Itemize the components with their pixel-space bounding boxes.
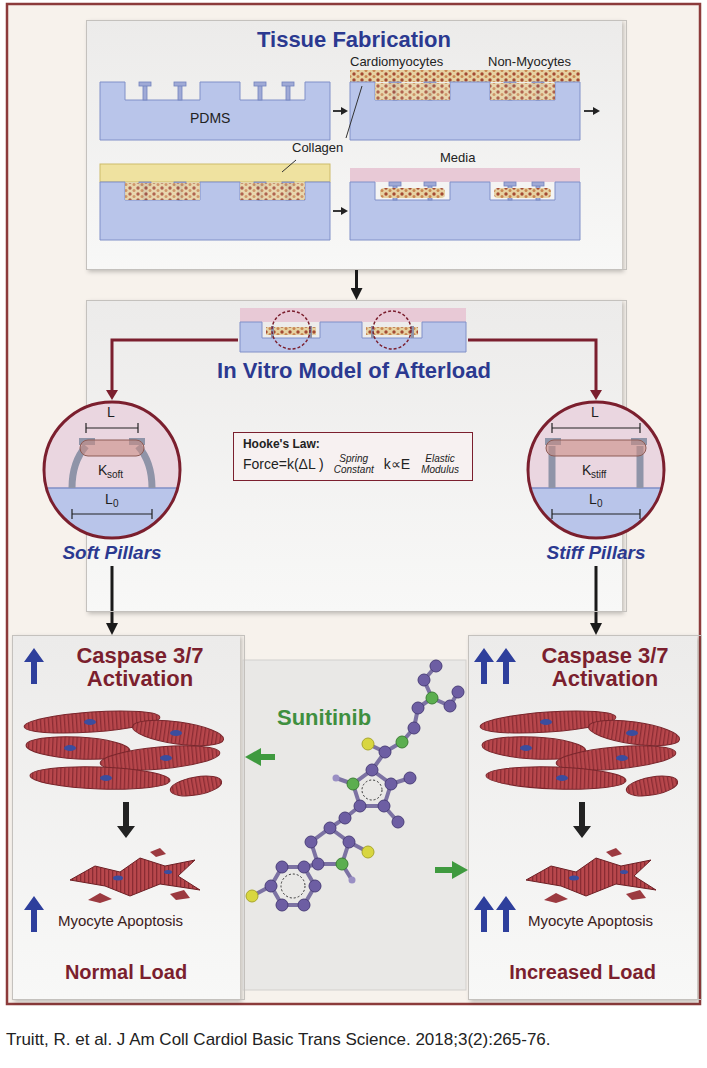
connector-arrow: [595, 566, 598, 623]
dimension-label: L: [105, 491, 113, 507]
effect-label: Myocyte Apoptosis: [58, 912, 183, 930]
part-label: Collagen: [292, 140, 343, 155]
drug-box: Sunitinib: [275, 665, 435, 985]
spring-constant-symbol: K: [582, 462, 591, 478]
effect-label: Myocyte Apoptosis: [528, 912, 653, 930]
text-slot: Media: [440, 150, 475, 165]
pillar-heading: Stiff Pillars: [526, 542, 666, 564]
text-slot: K: [582, 462, 591, 478]
effect-heading: Caspase 3/7 Activation: [52, 644, 228, 690]
subscript: 0: [113, 498, 119, 510]
text-slot: Collagen: [292, 140, 343, 155]
connector-arrow: [261, 754, 275, 760]
text-slot: PDMS: [190, 110, 230, 126]
formula-note: Spring Constant: [331, 453, 377, 475]
outcome-panel: Caspase 3/7 ActivationMyocyte ApoptosisN…: [12, 635, 245, 1000]
formula: Force=k(ΔL ): [243, 456, 324, 472]
pillar-circle: LKsoftL0Soft Pillars: [42, 400, 182, 566]
connector-arrow: [355, 270, 358, 288]
text-slot: Non-Myocytes: [488, 54, 571, 69]
panel-title: In Vitro Model of Afterload: [87, 358, 621, 383]
part-label: Non-Myocytes: [488, 54, 571, 69]
caption: Truitt, R. et al. J Am Coll Cardiol Basi…: [6, 1030, 551, 1050]
load-label: Increased Load: [469, 961, 696, 984]
text-slot: Tissue Fabrication: [87, 27, 621, 52]
drug-name: Sunitinib: [277, 705, 371, 730]
subscript: soft: [107, 469, 123, 481]
text-slot: Caspase 3/7 Activation: [520, 644, 690, 690]
text-slot: In Vitro Model of Afterload: [87, 358, 621, 383]
text-slot: K: [98, 462, 107, 478]
text-slot: L: [589, 491, 597, 507]
text-slot: Normal Load: [13, 961, 239, 984]
process-panel: In Vitro Model of AfterloadLKsoftL0Soft …: [86, 300, 627, 612]
pillar-heading: Soft Pillars: [42, 542, 182, 564]
text-slot: L: [105, 491, 113, 507]
outcome-panel: Caspase 3/7 ActivationMyocyte ApoptosisI…: [468, 635, 702, 1000]
subscript: 0: [597, 498, 603, 510]
text-slot: 0: [597, 498, 603, 510]
text-slot: Cardiomyocytes: [350, 54, 443, 69]
formula-note: Elastic Modulus: [417, 453, 463, 475]
part-label: Cardiomyocytes: [350, 54, 443, 69]
effect-heading: Caspase 3/7 Activation: [520, 644, 690, 690]
formula-box: Hooke's Law: Force=k(ΔL ) Spring Constant k…: [233, 432, 473, 481]
pillar-circle: LKstiffL0Stiff Pillars: [526, 400, 666, 566]
text-slot: Truitt, R. et al. J Am Coll Cardiol Basi…: [6, 1030, 551, 1050]
text-slot: soft: [107, 469, 123, 481]
text-slot: Myocyte Apoptosis: [528, 912, 653, 930]
text-slot: 0: [113, 498, 119, 510]
connector-arrow: [111, 566, 114, 623]
text-slot: stiff: [591, 469, 606, 481]
text-slot: Caspase 3/7 Activation: [52, 644, 228, 690]
text-slot: Myocyte Apoptosis: [58, 912, 183, 930]
formula: k∝E: [384, 456, 410, 472]
dimension-label: L: [589, 491, 597, 507]
dimension-label: L: [591, 404, 599, 420]
connector-arrow: [435, 867, 452, 873]
text-slot: Stiff Pillars: [526, 542, 666, 564]
formula-row: Force=k(ΔL ) Spring Constant k∝E Elastic Mo…: [243, 453, 463, 475]
spring-constant-symbol: K: [98, 462, 107, 478]
formula-heading: Hooke's Law:: [243, 437, 463, 451]
dimension-label: L: [107, 404, 115, 420]
text-slot: Increased Load: [469, 961, 696, 984]
text-slot: Sunitinib: [277, 705, 371, 730]
panel-title: Tissue Fabrication: [87, 27, 621, 52]
subscript: stiff: [591, 469, 606, 481]
text-slot: L: [107, 404, 115, 420]
load-label: Normal Load: [13, 961, 239, 984]
part-label: PDMS: [190, 110, 230, 126]
text-slot: L: [591, 404, 599, 420]
text-slot: Soft Pillars: [42, 542, 182, 564]
part-label: Media: [440, 150, 475, 165]
